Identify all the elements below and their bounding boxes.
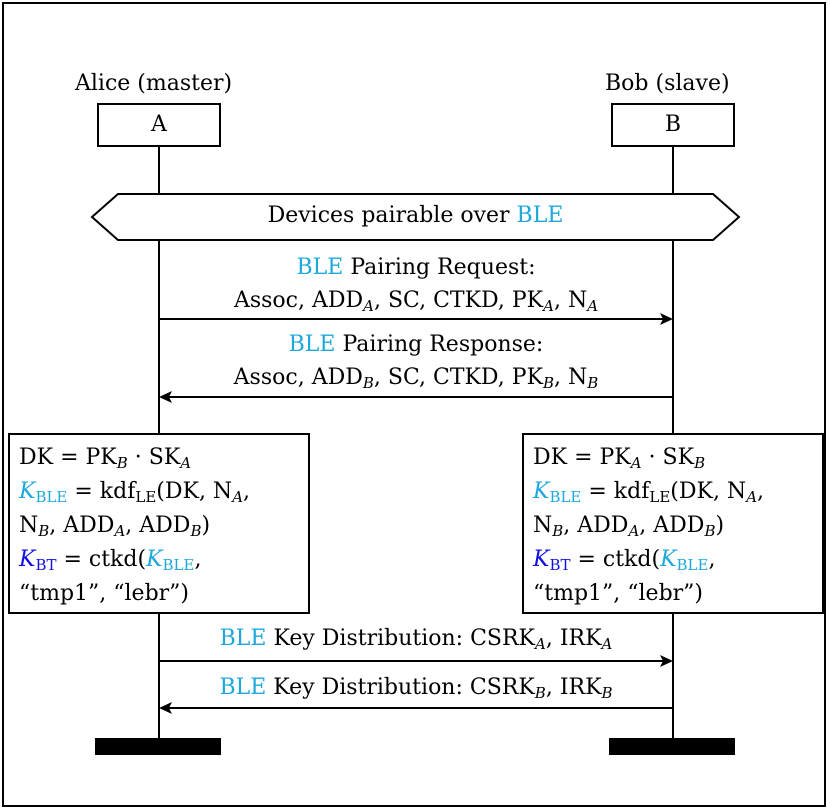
alice-kbt-args-line: “tmp1”, “lebr”) <box>19 581 189 606</box>
banner-hexagon <box>90 193 741 241</box>
banner-text: Devices pairable over BLE <box>267 203 564 228</box>
alice-kble-line: KBLE = kdfLE(DK, NA, <box>19 479 251 506</box>
bob-kbt-args-line: “tmp1”, “lebr”) <box>533 581 703 606</box>
actor-b-box: B <box>611 103 735 147</box>
bob-name: Bob (slave) <box>605 71 730 96</box>
alice-lifeline-lower <box>158 613 160 739</box>
key-distribution-b-label: BLE Key Distribution: CSRKB, IRKB <box>219 675 613 702</box>
alice-lifeline-upper <box>158 147 160 434</box>
key-distribution-a-label: BLE Key Distribution: CSRKA, IRKA <box>219 626 613 653</box>
alice-kble-args-line: NB, ADDA, ADDB) <box>19 513 211 540</box>
alice-end-bar <box>95 738 221 755</box>
bob-end-bar <box>609 738 735 755</box>
bob-kble-args-line: NB, ADDA, ADDB) <box>533 513 725 540</box>
bob-lifeline-upper <box>672 147 674 434</box>
arrow-pairing-request <box>159 313 673 325</box>
arrow-key-distribution-b <box>159 702 673 714</box>
bob-dk-line: DK = PKA · SKB <box>533 445 706 472</box>
pairing-request-params: Assoc, ADDA, SC, CTKD, PKA, NA <box>233 288 599 315</box>
arrow-key-distribution-a <box>159 655 673 667</box>
alice-name: Alice (master) <box>75 71 233 96</box>
bob-kbt-line: KBT = ctkd(KBLE, <box>533 547 716 574</box>
pairing-request-label: BLE Pairing Request: <box>296 255 536 280</box>
actor-a-box: A <box>97 103 221 147</box>
bob-lifeline-lower <box>672 613 674 739</box>
pairing-response-params: Assoc, ADDB, SC, CTKD, PKB, NB <box>233 365 599 392</box>
bob-kble-line: KBLE = kdfLE(DK, NA, <box>533 479 765 506</box>
arrow-pairing-response <box>159 391 673 403</box>
bob-computation-box: DK = PKA · SKB KBLE = kdfLE(DK, NA, NB, … <box>522 433 824 614</box>
alice-computation-box: DK = PKB · SKA KBLE = kdfLE(DK, NA, NB, … <box>8 433 310 614</box>
pairing-response-label: BLE Pairing Response: <box>288 332 544 357</box>
alice-kbt-line: KBT = ctkd(KBLE, <box>19 547 202 574</box>
alice-dk-line: DK = PKB · SKA <box>19 445 192 472</box>
